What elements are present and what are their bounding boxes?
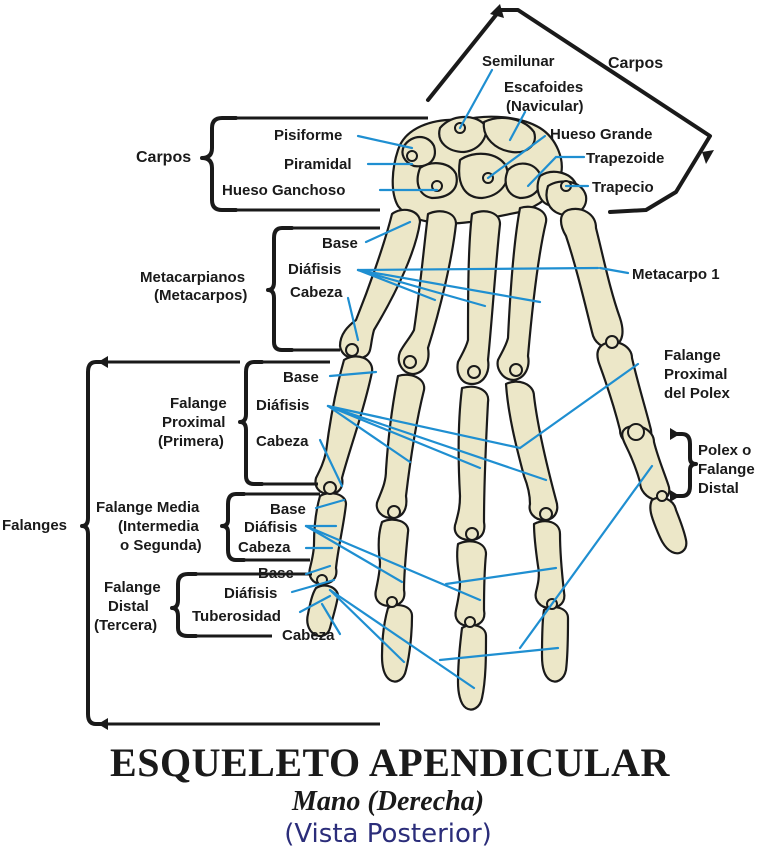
label-polex-1: Polex o: [698, 442, 751, 459]
label-dist-diafisis: Diáfisis: [224, 585, 277, 602]
label-meta-diafisis: Diáfisis: [288, 261, 341, 278]
label-tuberosidad: Tuberosidad: [192, 608, 281, 625]
carpos-top-arrowhead-right: [702, 150, 714, 164]
label-carpos-left: Carpos: [136, 149, 191, 166]
label-metacarpo-1: Metacarpo 1: [632, 266, 720, 283]
label-dist-base: Base: [258, 565, 294, 582]
label-fal-distal-3: (Tercera): [94, 617, 157, 634]
label-dist-cabeza: Cabeza: [282, 627, 335, 644]
labels: Semilunar Carpos Escafoides (Navicular) …: [2, 53, 755, 644]
label-fal-proximal-2: Proximal: [162, 414, 225, 431]
label-hueso-grande: Hueso Grande: [550, 126, 653, 143]
distal-phalanges: [306, 496, 688, 711]
label-fal-prox-polex-1: Falange: [664, 347, 721, 364]
label-prox-base: Base: [283, 369, 319, 386]
label-hueso-ganchoso: Hueso Ganchoso: [222, 182, 345, 199]
label-fal-prox-polex-2: Proximal: [664, 366, 727, 383]
label-pisiforme: Pisiforme: [274, 127, 342, 144]
label-fal-distal-2: Distal: [108, 598, 149, 615]
leader-lines: [290, 68, 654, 690]
label-fal-media-3: o Segunda): [120, 537, 202, 554]
label-fal-proximal-3: (Primera): [158, 433, 224, 450]
middle-phalanges: [308, 424, 671, 628]
joint-markers: [316, 335, 668, 628]
label-meta-base: Base: [322, 235, 358, 252]
carpos-left-brace: [200, 116, 238, 212]
label-metacarpianos: Metacarpianos: [140, 269, 245, 286]
label-fal-prox-polex-3: del Polex: [664, 385, 731, 402]
label-piramidal: Piramidal: [284, 156, 352, 173]
metacarpal-bones: [338, 205, 624, 386]
label-prox-cabeza: Cabeza: [256, 433, 309, 450]
polex-distal-brace: [674, 432, 698, 498]
falange-media-brace: [220, 492, 246, 562]
falanges-brace: [80, 360, 106, 726]
view-caption: (Vista Posterior): [284, 819, 492, 849]
label-fal-distal-1: Falange: [104, 579, 161, 596]
label-carpos-right: Carpos: [608, 55, 663, 72]
label-semilunar: Semilunar: [482, 53, 555, 70]
label-fal-proximal-1: Falange: [170, 395, 227, 412]
label-media-diafisis: Diáfisis: [244, 519, 297, 536]
carpal-bones: [391, 115, 588, 225]
label-navicular: (Navicular): [506, 98, 584, 115]
label-trapezoide: Trapezoide: [586, 150, 664, 167]
label-media-base: Base: [270, 501, 306, 518]
falange-proximal-brace: [238, 360, 264, 486]
label-media-cabeza: Cabeza: [238, 539, 291, 556]
label-falanges: Falanges: [2, 517, 67, 534]
label-polex-3: Distal: [698, 480, 739, 497]
falange-distal-brace: [170, 572, 198, 638]
label-meta-cabeza: Cabeza: [290, 284, 343, 301]
label-metacarpos: (Metacarpos): [154, 287, 247, 304]
page-title: ESQUELETO APENDICULAR: [110, 740, 671, 785]
label-trapecio: Trapecio: [592, 179, 654, 196]
metacarpianos-brace: [266, 226, 294, 352]
label-escafoides: Escafoides: [504, 79, 583, 96]
title-block: ESQUELETO APENDICULAR Mano (Derecha) (Vi…: [110, 740, 671, 849]
carpos-top-arrowhead-left: [490, 4, 504, 18]
label-prox-diafisis: Diáfisis: [256, 397, 309, 414]
page-subtitle: Mano (Derecha): [291, 786, 484, 817]
label-polex-2: Falange: [698, 461, 755, 478]
bracket-lines: [80, 4, 714, 730]
label-fal-media-1: Falange Media: [96, 499, 200, 516]
label-fal-media-2: (Intermedia: [118, 518, 200, 535]
